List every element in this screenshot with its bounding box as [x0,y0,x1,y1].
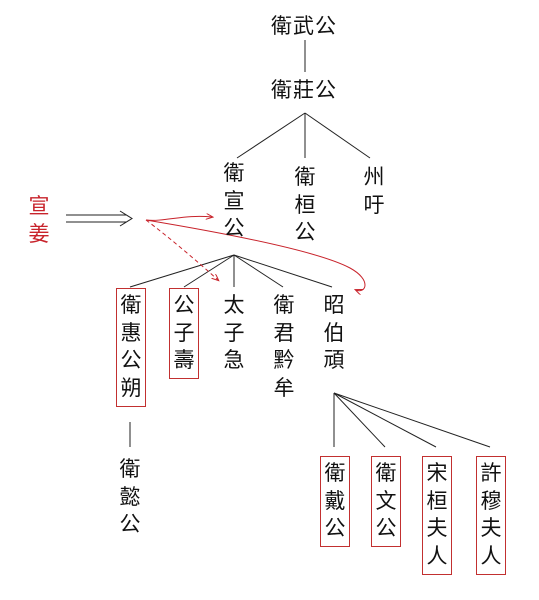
node-zhou-xu: 州吁 [363,165,385,217]
arrow-to-taizi-dashed [145,219,218,280]
node-xuan-jiang: 宣姜 [28,194,50,246]
node-wei-yi-gong: 衛懿公 [119,457,141,537]
node-taizi-ji: 太子急 [223,293,245,373]
node-wei-wen-gong: 衛文公 [371,456,401,548]
node-wei-dai-gong: 衛戴公 [320,456,350,548]
arrow-to-xuan [145,216,212,221]
arrow-to-zhaobo [145,219,366,291]
node-wei-huan-gong: 衛桓公 [294,165,316,245]
node-wei-xuan-gong: 衛宣公 [223,161,245,241]
line-xuan-zhaobo [233,254,333,288]
node-song-huan-furen: 宋桓夫人 [422,456,452,575]
node-wei-hui-gong-shuo: 衛惠公朔 [116,288,146,407]
line-zhaobo-song [333,392,437,448]
line-zhuang-zhouxu [304,112,371,159]
line-xuan-qianmou [233,254,284,288]
line-xuan-hui [129,254,235,288]
line-zhaobo-wen [333,392,386,448]
xuanjiang-arrow-head [119,210,133,227]
node-wei-zhuang-gong: 衛莊公 [271,78,337,102]
node-xu-mu-furen: 許穆夫人 [476,456,506,575]
node-wei-wu-gong: 衛武公 [271,14,337,38]
line-xuan-shou [183,254,235,288]
node-wei-jun-qian-mou: 衛君黔牟 [273,293,295,401]
node-gongzi-shou: 公子壽 [169,288,199,380]
line-zhuang-xuan [236,112,306,159]
node-zhao-bo-wan: 昭伯頑 [323,293,345,373]
line-zhaobo-xu [333,392,491,448]
